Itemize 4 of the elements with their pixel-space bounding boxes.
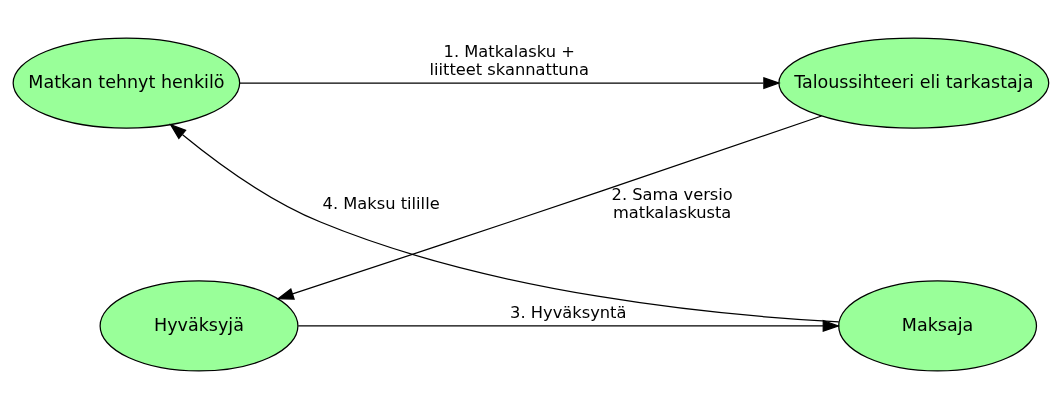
edge-label: 1. Matkalasku + liitteet skannattuna (429, 41, 589, 79)
edge-label: 2. Sama versio matkalaskusta (611, 184, 733, 222)
edge-label: 3. Hyväksyntä (510, 302, 627, 322)
edge-label: 4. Maksu tilille (322, 193, 440, 213)
